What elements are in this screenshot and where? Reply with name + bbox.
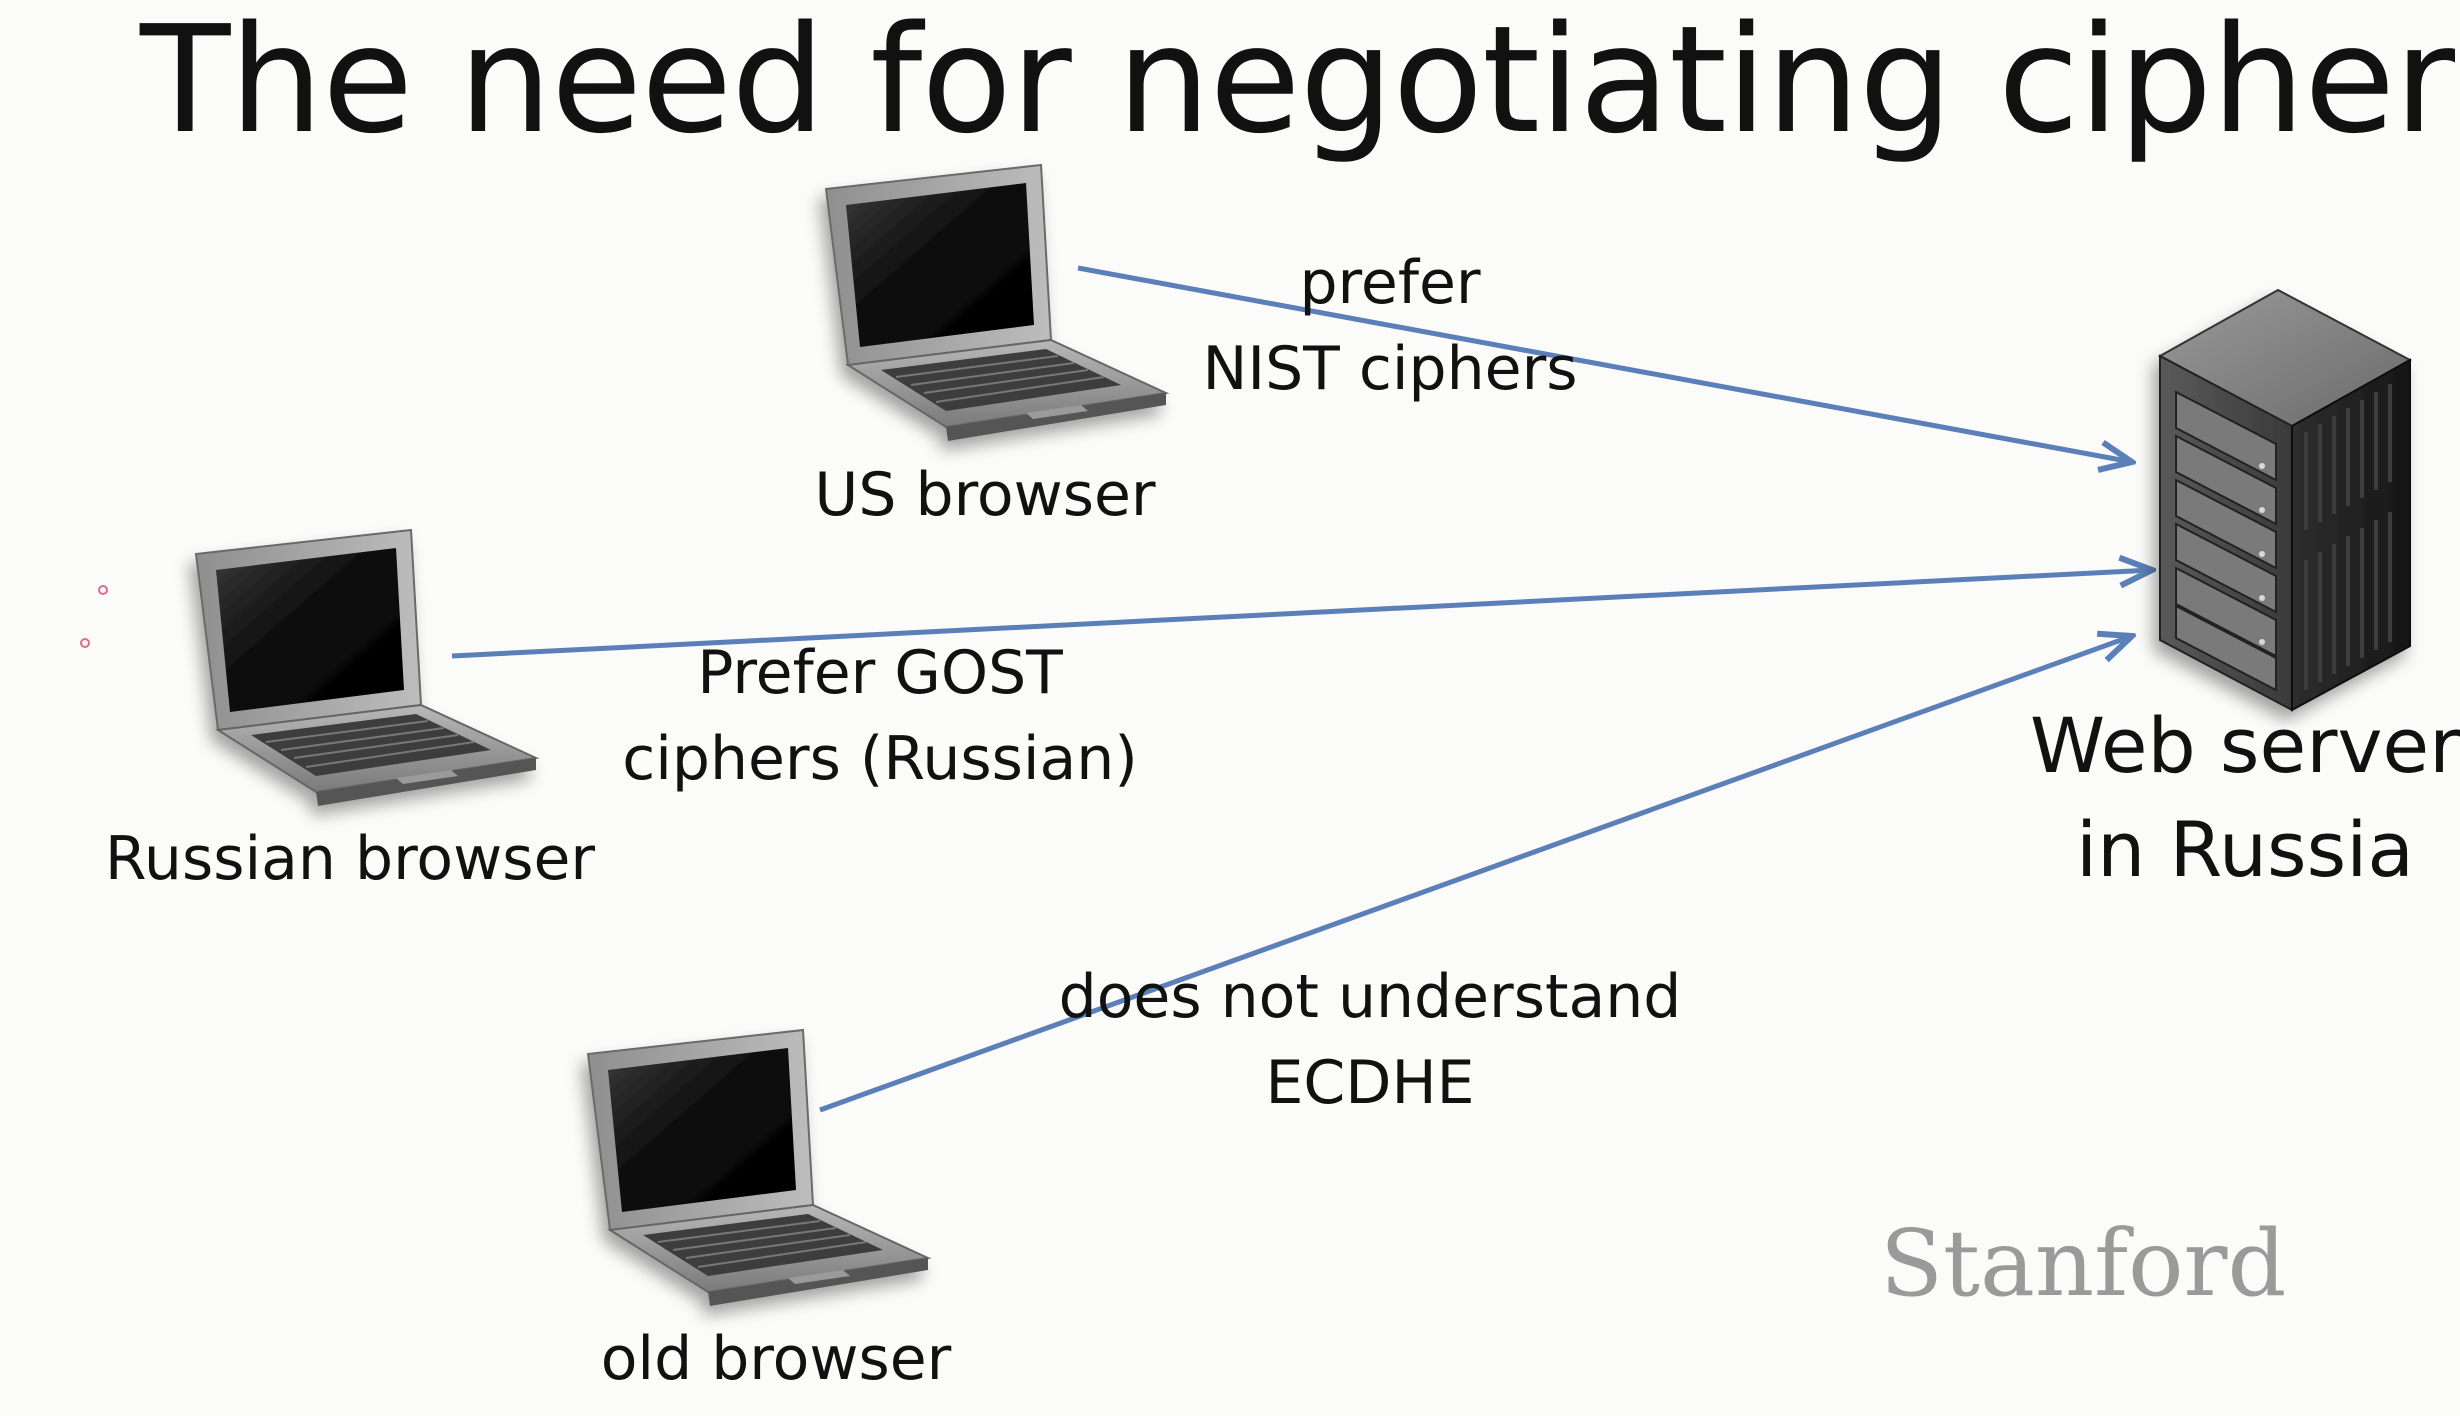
edge-label-russian: Prefer GOST ciphers (Russian) (610, 630, 1150, 802)
edge-label-old-line1: does not understand (1058, 962, 1682, 1032)
web-server-label-line1: Web server (2030, 701, 2460, 790)
edge-label-russian-line2: ciphers (Russian) (622, 724, 1138, 794)
russian-browser-label: Russian browser (104, 824, 596, 894)
edge-label-us-line1: prefer (1299, 248, 1481, 318)
stanford-logo: Stanford (1880, 1210, 2287, 1317)
web-server-label: Web server in Russia (2030, 694, 2460, 902)
annotation-dot (98, 585, 108, 595)
arrow-russian-to-server (451, 570, 2152, 659)
edge-label-old-line2: ECDHE (1265, 1048, 1475, 1118)
us-browser-laptop-icon (825, 164, 1167, 442)
arrow-old-to-server (819, 636, 2132, 1113)
russian-browser-laptop-icon (195, 529, 537, 807)
edge-label-us-line2: NIST ciphers (1202, 334, 1578, 404)
edge-label-us: prefer NIST ciphers (1190, 240, 1590, 412)
web-server-label-line2: in Russia (2076, 805, 2414, 894)
old-browser-label: old browser (600, 1324, 952, 1394)
old-browser-laptop-icon (587, 1029, 929, 1307)
edge-label-russian-line1: Prefer GOST (697, 638, 1063, 708)
arrow-us-to-server (1077, 265, 2132, 462)
slide-title: The need for negotiating ciphers (140, 0, 2460, 166)
annotation-dot (80, 638, 90, 648)
edges (451, 265, 2152, 1113)
edge-label-old: does not understand ECDHE (1040, 954, 1700, 1126)
web-server-icon (2157, 288, 2413, 712)
us-browser-label: US browser (814, 460, 1156, 530)
